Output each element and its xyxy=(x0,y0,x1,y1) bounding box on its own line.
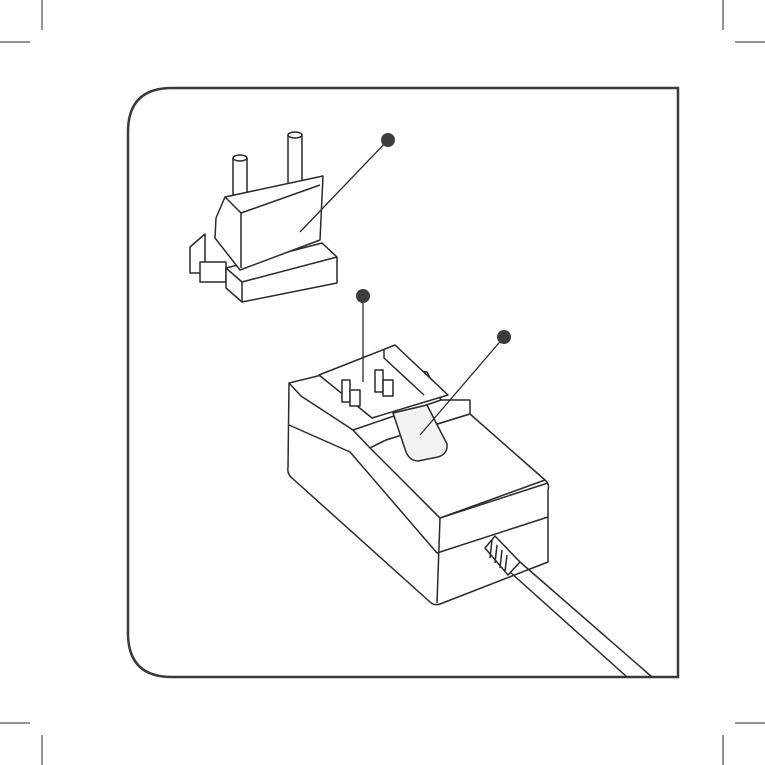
callout-marker xyxy=(381,133,395,147)
power-cable xyxy=(510,572,627,677)
callout-marker xyxy=(356,289,370,303)
power-supply-unit xyxy=(288,345,652,677)
callout-marker xyxy=(497,330,511,344)
